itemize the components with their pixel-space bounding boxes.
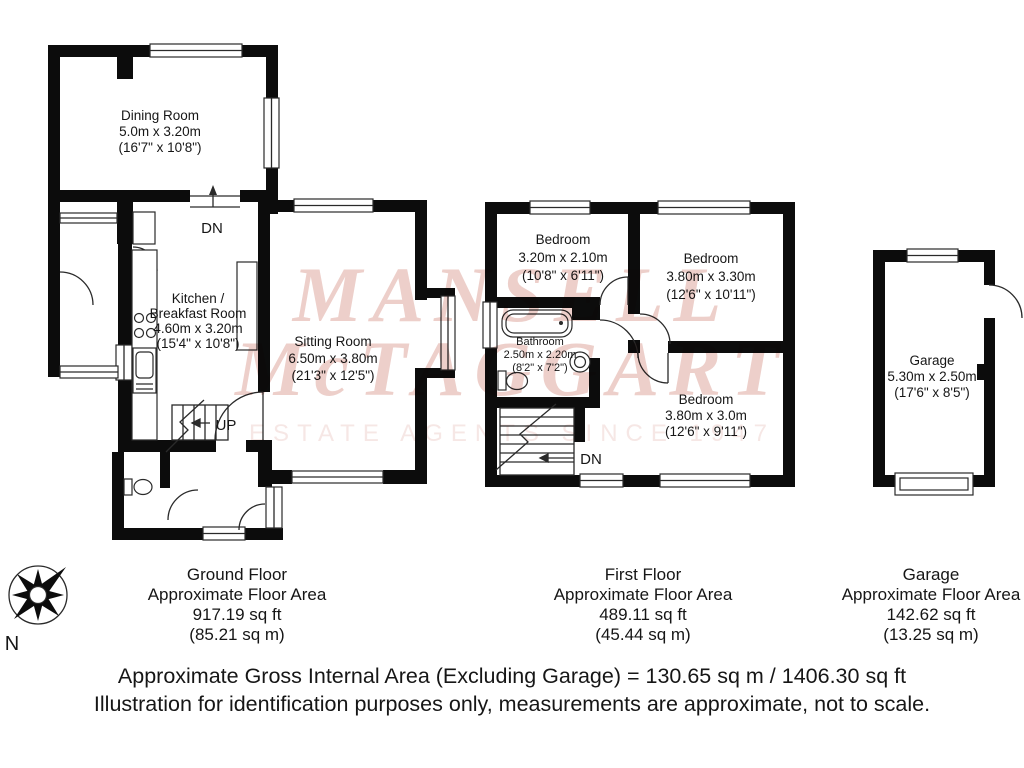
dining-room-label: Dining Room bbox=[121, 108, 199, 123]
footer-disclaimer: Approximate Gross Internal Area (Excludi… bbox=[94, 664, 930, 716]
first-floor-windows bbox=[482, 200, 751, 488]
first-caption-sqm: (45.44 sq m) bbox=[595, 625, 690, 644]
dining-room-dims-imperial: (16'7" x 10'8") bbox=[118, 140, 201, 155]
garage-dims-metric: 5.30m x 2.50m bbox=[887, 369, 976, 384]
stairs-up-label: UP bbox=[216, 417, 237, 434]
first-floor-doors bbox=[599, 276, 671, 384]
stairs-down bbox=[495, 403, 575, 476]
wc-toilet bbox=[123, 478, 153, 496]
step-down-label: DN bbox=[201, 220, 223, 237]
ground-caption-sub: Approximate Floor Area bbox=[148, 585, 327, 604]
stairs-up bbox=[165, 399, 229, 453]
kitchen-label-2: Breakfast Room bbox=[150, 306, 247, 321]
ground-floor-plan: Dining Room 5.0m x 3.20m (16'7" x 10'8")… bbox=[48, 43, 456, 541]
stairs-down-label: DN bbox=[580, 451, 602, 468]
bathroom-dims-imperial: (8'2" x 7'2") bbox=[512, 362, 567, 374]
garage-dims-imperial: (17'6" x 8'5") bbox=[894, 385, 970, 400]
first-floor-walls bbox=[485, 202, 795, 487]
bedroom2-dims-imperial: (12'6" x 10'11") bbox=[666, 287, 756, 302]
sitting-room-dims-metric: 6.50m x 3.80m bbox=[288, 351, 377, 366]
first-caption-sub: Approximate Floor Area bbox=[554, 585, 733, 604]
bathroom-label: Bathroom bbox=[516, 336, 564, 348]
garage-caption: Garage Approximate Floor Area 142.62 sq … bbox=[842, 565, 1021, 644]
garage-room-label: Garage bbox=[909, 353, 954, 368]
dining-room-dims-metric: 5.0m x 3.20m bbox=[119, 124, 201, 139]
step-down-marker bbox=[190, 185, 240, 208]
bedroom3-dims-metric: 3.80m x 3.0m bbox=[665, 408, 747, 423]
garage-caption-sqm: (13.25 sq m) bbox=[883, 625, 978, 644]
sitting-room-label: Sitting Room bbox=[294, 334, 371, 349]
bedroom2-dims-metric: 3.80m x 3.30m bbox=[666, 269, 755, 284]
garage-caption-sqft: 142.62 sq ft bbox=[887, 605, 976, 624]
ground-caption-sqft: 917.19 sq ft bbox=[193, 605, 282, 624]
compass-rose: N bbox=[5, 565, 68, 655]
garage-walls bbox=[873, 250, 995, 487]
bedroom1-dims-metric: 3.20m x 2.10m bbox=[518, 250, 607, 265]
bedroom1-dims-imperial: (10'8" x 6'11") bbox=[522, 268, 604, 283]
footer-gross-area: Approximate Gross Internal Area (Excludi… bbox=[118, 664, 906, 688]
garage-caption-title: Garage bbox=[903, 565, 960, 584]
ground-floor-windows bbox=[59, 43, 456, 541]
first-caption-title: First Floor bbox=[605, 565, 682, 584]
garage-door-arc bbox=[988, 284, 1023, 319]
first-floor-plan: Bedroom 3.20m x 2.10m (10'8" x 6'11") Be… bbox=[482, 200, 795, 488]
ground-floor-walls bbox=[48, 45, 455, 540]
garage-caption-sub: Approximate Floor Area bbox=[842, 585, 1021, 604]
kitchen-dims-imperial: (15'4" x 10'8") bbox=[156, 336, 239, 351]
bedroom3-label: Bedroom bbox=[679, 392, 734, 407]
kitchen-dims-metric: 4.60m x 3.20m bbox=[153, 321, 242, 336]
bedroom3-dims-imperial: (12'6" x 9'11") bbox=[665, 424, 747, 439]
garage-plan: Garage 5.30m x 2.50m (17'6" x 8'5") bbox=[873, 248, 1023, 496]
bathroom-fixtures bbox=[497, 309, 591, 391]
ground-floor-caption: Ground Floor Approximate Floor Area 917.… bbox=[148, 565, 327, 644]
kitchen-fixtures bbox=[131, 211, 258, 441]
sitting-room-dims-imperial: (21'3" x 12'5") bbox=[291, 368, 374, 383]
first-floor-caption: First Floor Approximate Floor Area 489.1… bbox=[554, 565, 733, 644]
ground-caption-sqm: (85.21 sq m) bbox=[189, 625, 284, 644]
first-caption-sqft: 489.11 sq ft bbox=[599, 605, 687, 624]
compass-north-label: N bbox=[5, 633, 19, 655]
footer-disclaimer-text: Illustration for identification purposes… bbox=[94, 692, 930, 716]
garage-windows bbox=[894, 248, 974, 496]
kitchen-label: Kitchen / bbox=[172, 291, 225, 306]
bedroom1-label: Bedroom bbox=[536, 232, 591, 247]
bathroom-dims-metric: 2.50m x 2.20m bbox=[504, 349, 577, 361]
bedroom2-label: Bedroom bbox=[684, 251, 739, 266]
ground-caption-title: Ground Floor bbox=[187, 565, 287, 584]
